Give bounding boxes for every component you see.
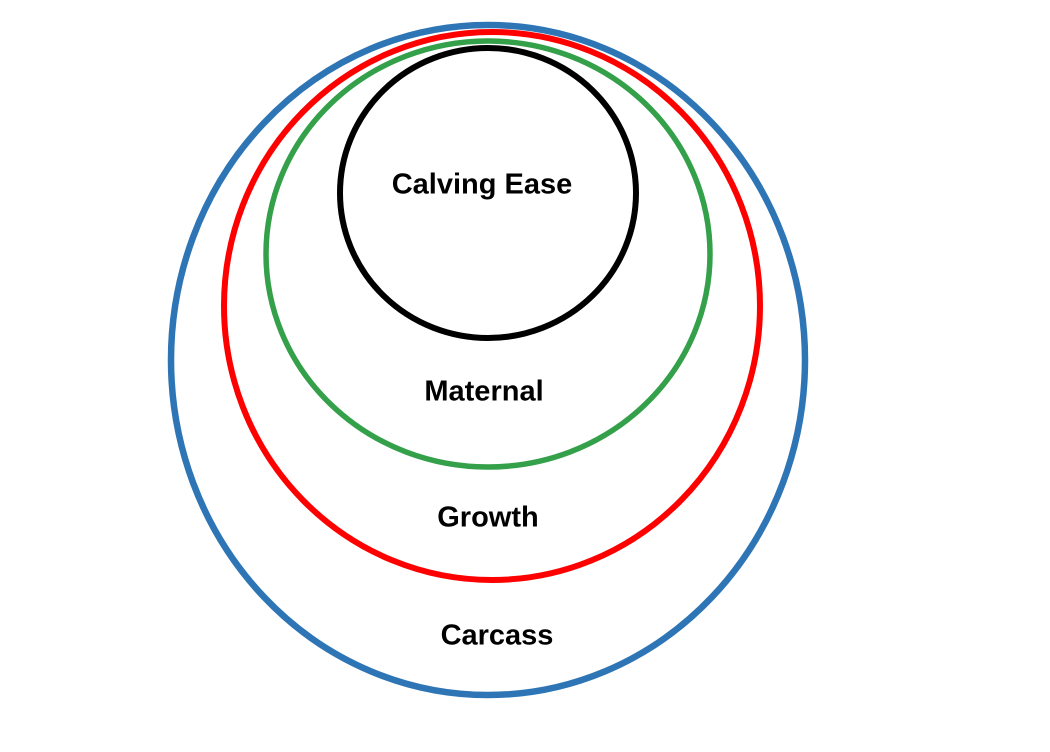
growth-circle	[221, 29, 763, 583]
circle-label-carcass: Carcass	[440, 619, 554, 652]
calving-ease-circle	[337, 45, 639, 341]
circle-label-growth: Growth	[437, 501, 539, 534]
circle-label-calving-ease: Calving Ease	[391, 168, 573, 201]
maternal-circle	[263, 38, 713, 470]
carcass-circle	[167, 21, 809, 699]
circle-label-maternal: Maternal	[424, 375, 544, 408]
